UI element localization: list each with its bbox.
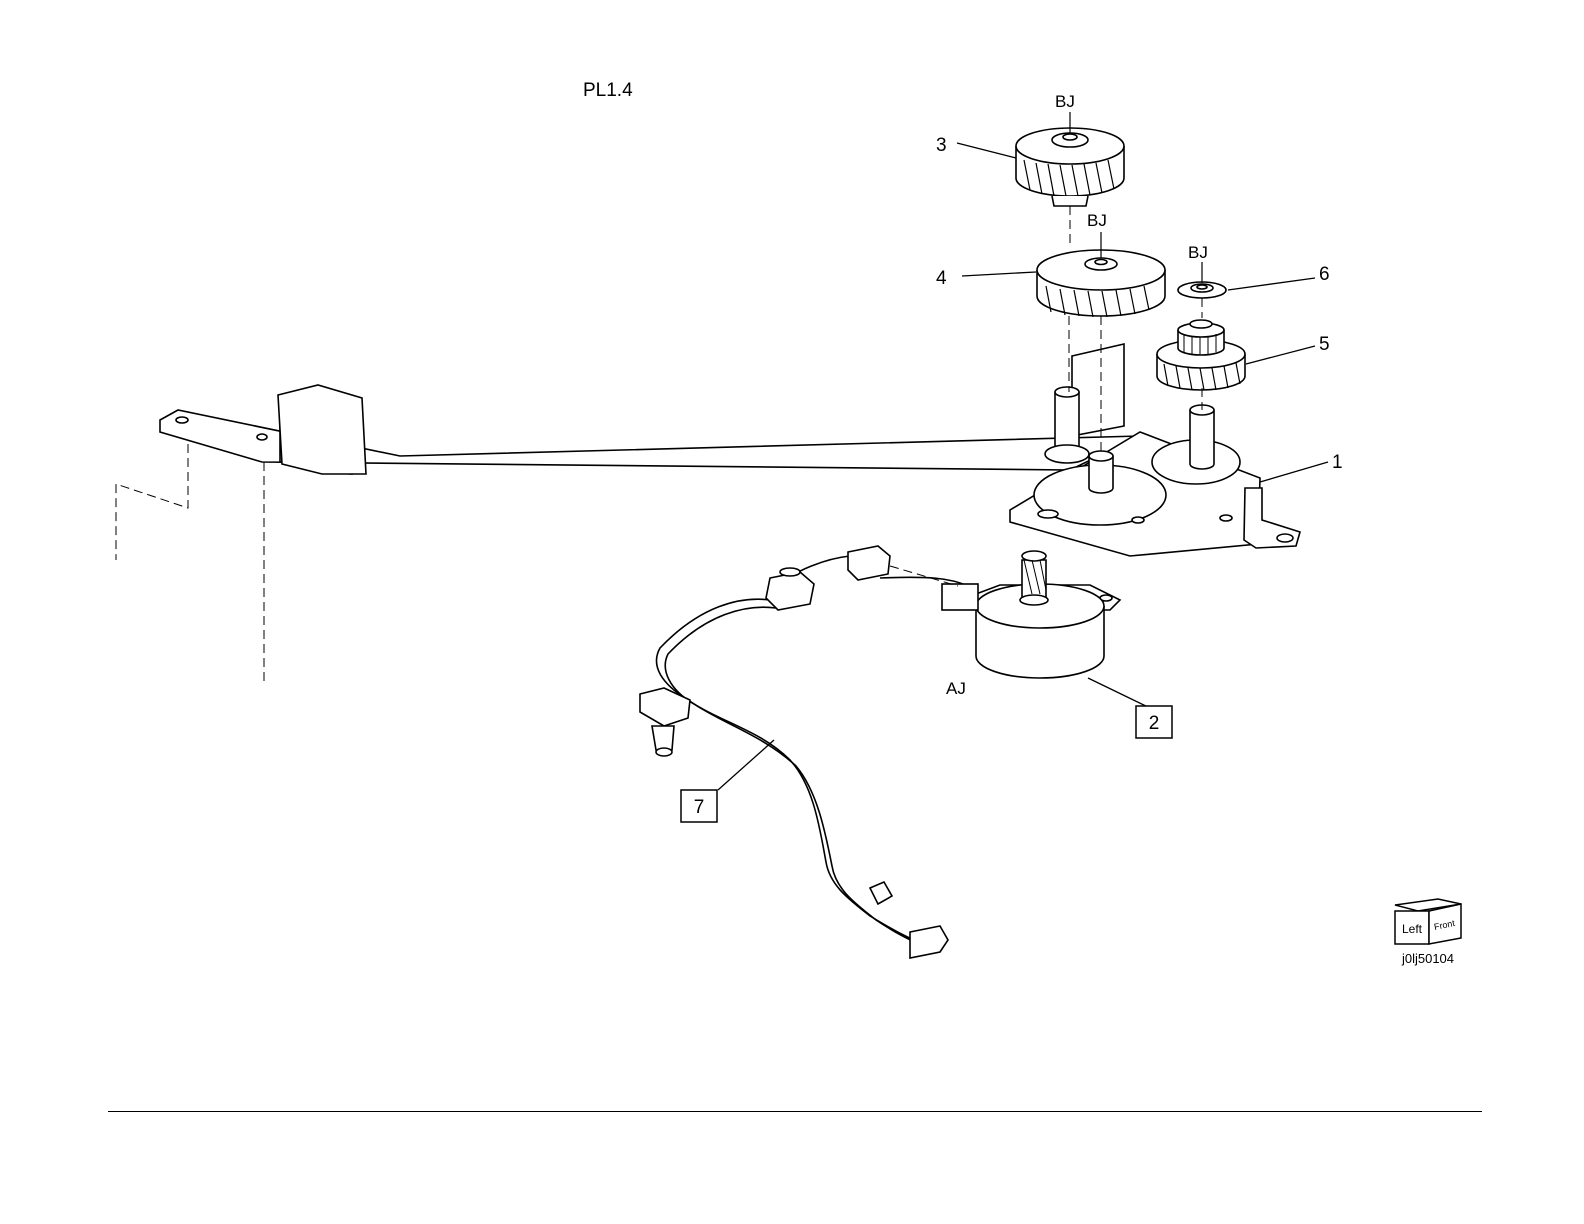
callout-label: 7 [694, 797, 705, 818]
callout-label: 6 [1319, 264, 1330, 285]
hardware-label-bj: BJ [1087, 211, 1107, 230]
motor-2 [956, 551, 1120, 678]
washer-6 [1178, 282, 1226, 298]
callout-label: 4 [936, 268, 947, 289]
orientation-left-label: Left [1402, 922, 1423, 936]
hardware-label-bj: BJ [1055, 92, 1075, 111]
gear-3 [1016, 128, 1124, 206]
callout-2: 2 [1136, 706, 1172, 738]
callout-label: 1 [1332, 452, 1343, 473]
callout-label: 2 [1149, 713, 1160, 734]
footer-divider [108, 1111, 1482, 1112]
figure-image-id: j0lj50104 [1401, 951, 1454, 966]
callout-label: 3 [936, 135, 947, 156]
callout-4: 4 [936, 268, 947, 289]
orientation-cube-icon: Left Front [1395, 899, 1461, 944]
hardware-label-bj: BJ [1188, 243, 1208, 262]
gear-4 [1037, 250, 1165, 317]
callout-6: 6 [1319, 264, 1330, 285]
callout-7: 7 [681, 790, 717, 822]
callout-5: 5 [1319, 334, 1330, 355]
callout-3: 3 [936, 135, 947, 156]
callout-1: 1 [1332, 452, 1343, 473]
harness-connectors [640, 546, 978, 958]
callout-label: 5 [1319, 334, 1330, 355]
gear-5 [1157, 320, 1245, 390]
hardware-label-aj: AJ [946, 679, 966, 698]
harness-7 [656, 556, 968, 948]
